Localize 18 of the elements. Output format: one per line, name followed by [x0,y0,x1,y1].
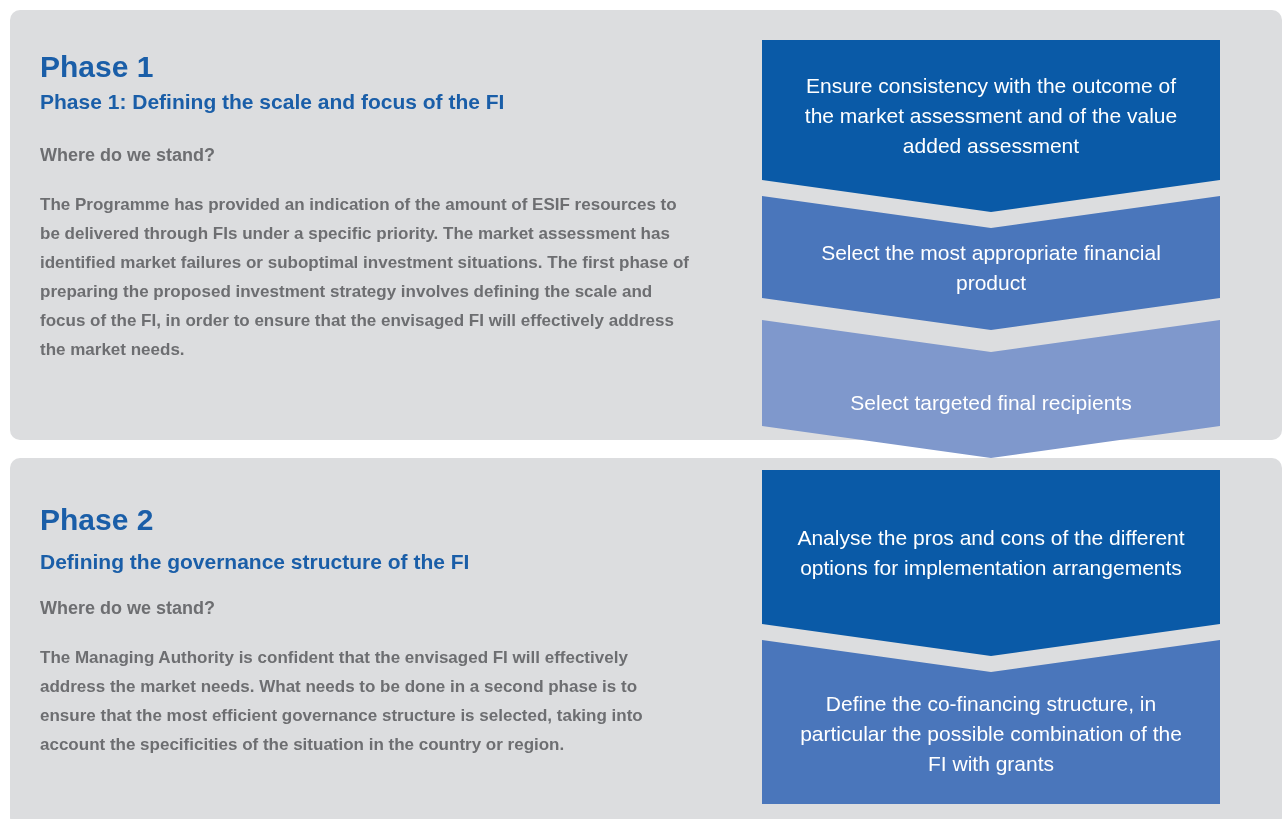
step-text: Analyse the pros and cons of the different options for implementation arrangements [796,525,1186,581]
phase-heading: Phase 2 [40,503,154,537]
step-text: Define the co-financing structure, in particular the possible combination of the FI with grants [799,691,1183,777]
description-text: The Managing Authority is confident that the envisaged FI will effectively address the market needs. What needs to be done in a second phase is to ensure that the most efficient governance structure is selected, taking into account the specificities of the situation in the country or region. [40,647,644,756]
step-banner [762,40,1220,212]
phase-panel [10,458,1282,819]
step-banner [762,470,1220,656]
step-text: Ensure consistency with the outcome of the market assessment and of the value added assessment [803,73,1179,159]
step-banner [762,640,1220,804]
phase-heading: Phase 1 [40,50,154,84]
description-text: The Programme has provided an indication of the amount of ESIF resources to be delivered through FIs under a specific priority. The market assessment has identified market failures or suboptimal investment situations. The first phase of preparing the proposed investment strategy involves defining the scale and focus of the FI, in order to ensure that the envisaged FI will effectively address the market needs. [40,194,690,361]
phase-subtitle: Phase 1: Defining the scale and focus of the FI [40,90,505,114]
step-text: Select the most appropriate financial product [820,240,1162,296]
question-text: Where do we stand? [40,598,216,619]
question-text: Where do we stand? [40,145,216,166]
phase-subtitle: Defining the governance structure of the FI [40,550,470,574]
step-banner [762,320,1220,458]
step-text: Select targeted final recipients [850,390,1132,416]
